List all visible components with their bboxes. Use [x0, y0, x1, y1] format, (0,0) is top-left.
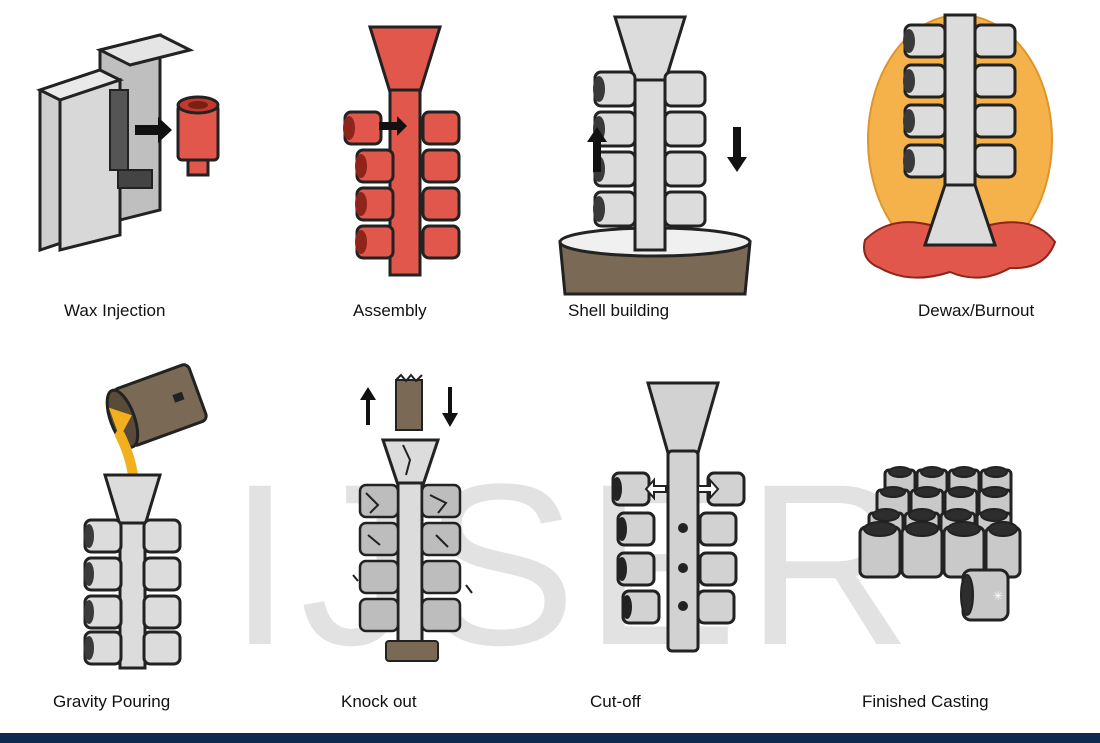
cut-off-illustration — [611, 381, 746, 653]
knock-out-illustration — [352, 373, 473, 662]
footer-bar — [0, 733, 1100, 743]
step-label-wax-injection: Wax Injection — [64, 301, 166, 320]
watermark-text: IJSER — [228, 436, 920, 693]
shell-building-illustration — [558, 15, 752, 296]
step-label-assembly: Assembly — [353, 301, 427, 320]
dewax-burnout-illustration — [863, 13, 1057, 279]
step-label-cut-off: Cut-off — [590, 692, 641, 711]
wax-injection-illustration — [36, 33, 220, 253]
finished-casting-illustration: ✳ — [858, 466, 1022, 622]
assembly-illustration — [343, 25, 461, 277]
step-label-finished-casting: Finished Casting — [862, 692, 989, 711]
svg-text:✳: ✳ — [993, 589, 1003, 603]
step-label-shell-building: Shell building — [568, 301, 670, 320]
gravity-pouring-illustration — [83, 363, 208, 670]
step-label-dewax-burnout: Dewax/Burnout — [918, 301, 1035, 320]
step-label-knock-out: Knock out — [341, 692, 417, 711]
step-label-gravity-pouring: Gravity Pouring — [53, 692, 171, 711]
